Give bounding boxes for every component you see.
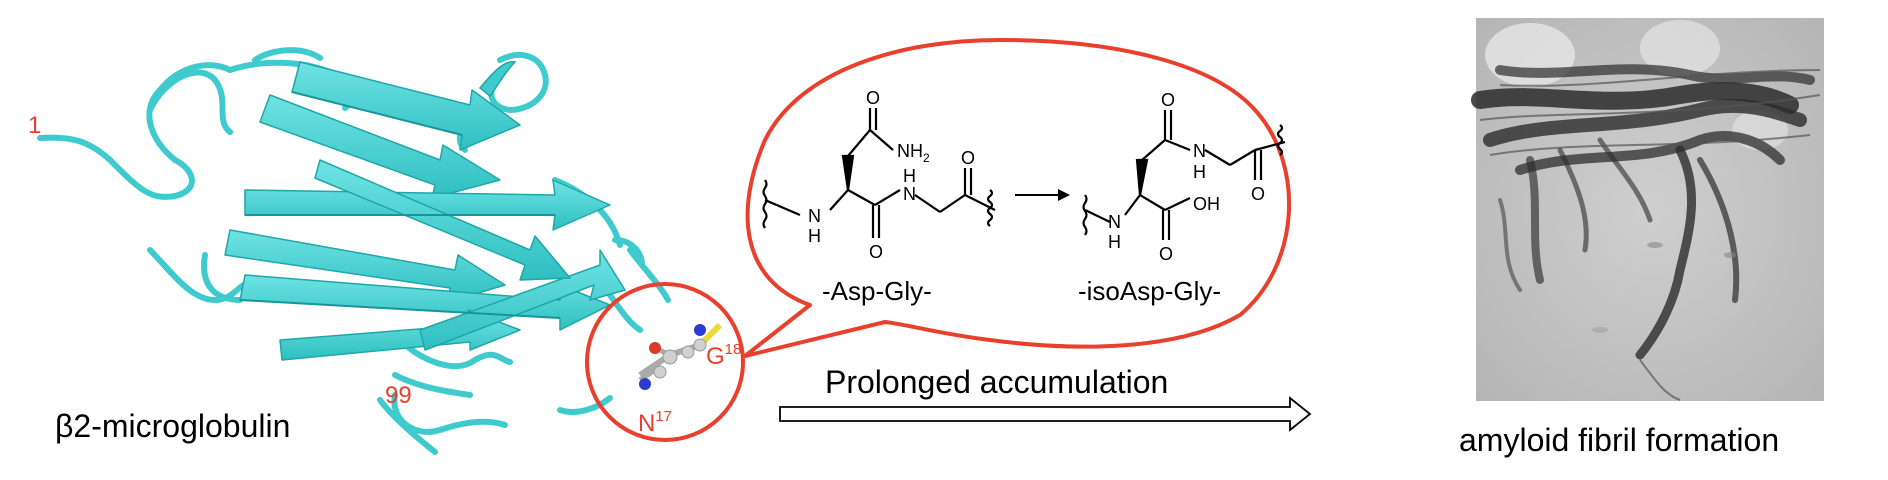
residue-g-number: 18 <box>725 341 742 358</box>
process-label: Prolonged accumulation <box>825 364 1168 400</box>
residue-g-label: G18 <box>706 341 741 370</box>
atom-nh2: NH2 <box>897 141 930 165</box>
protein-ribbon-structure <box>37 47 671 455</box>
atom-n-reactant: N <box>808 206 821 226</box>
atom-nh2-sub: 2 <box>923 151 930 165</box>
reaction-arrow <box>1015 189 1070 201</box>
protein-name: β2-microglobulin <box>55 408 290 444</box>
residue-n-letter: N <box>638 410 655 437</box>
product-label: -isoAsp-Gly- <box>1078 276 1221 306</box>
atom-nh2-main: NH <box>897 141 923 161</box>
atom-n-product: N <box>1108 212 1121 232</box>
process-arrow <box>779 396 1312 432</box>
atom-o-sidechain: O <box>866 88 880 108</box>
atom-o-backbone: O <box>869 242 883 262</box>
zoom-speech-bubble <box>743 38 1292 358</box>
atom-o-gly: O <box>961 148 975 168</box>
residue-g-letter: G <box>706 343 725 370</box>
atom-n-amide: N <box>903 184 916 204</box>
residue-n-number: 17 <box>655 408 672 425</box>
atom-o-product-top: O <box>1161 90 1175 110</box>
atom-h-reactant: H <box>808 226 821 246</box>
atom-h-amide: H <box>903 166 916 186</box>
n-terminus-label: 1 <box>28 112 41 139</box>
reactant-label: -Asp-Gly- <box>822 276 932 306</box>
atom-h-product-amide: H <box>1193 162 1206 182</box>
residue-ball-and-stick <box>638 322 723 390</box>
product-structure <box>1082 110 1286 240</box>
highlight-circle <box>585 282 745 442</box>
atom-h-product: H <box>1108 232 1121 252</box>
atom-oh-product: OH <box>1193 194 1220 214</box>
atom-n-product-amide: N <box>1193 141 1206 161</box>
reactant-structure <box>762 108 996 238</box>
atom-o-product-bottom: O <box>1159 244 1173 264</box>
residue-n-label: N17 <box>638 408 672 437</box>
c-terminus-label: 99 <box>385 382 412 409</box>
outcome-label: amyloid fibril formation <box>1459 422 1779 458</box>
amyloid-micrograph <box>1471 18 1824 401</box>
atom-o-product-gly: O <box>1251 184 1265 204</box>
